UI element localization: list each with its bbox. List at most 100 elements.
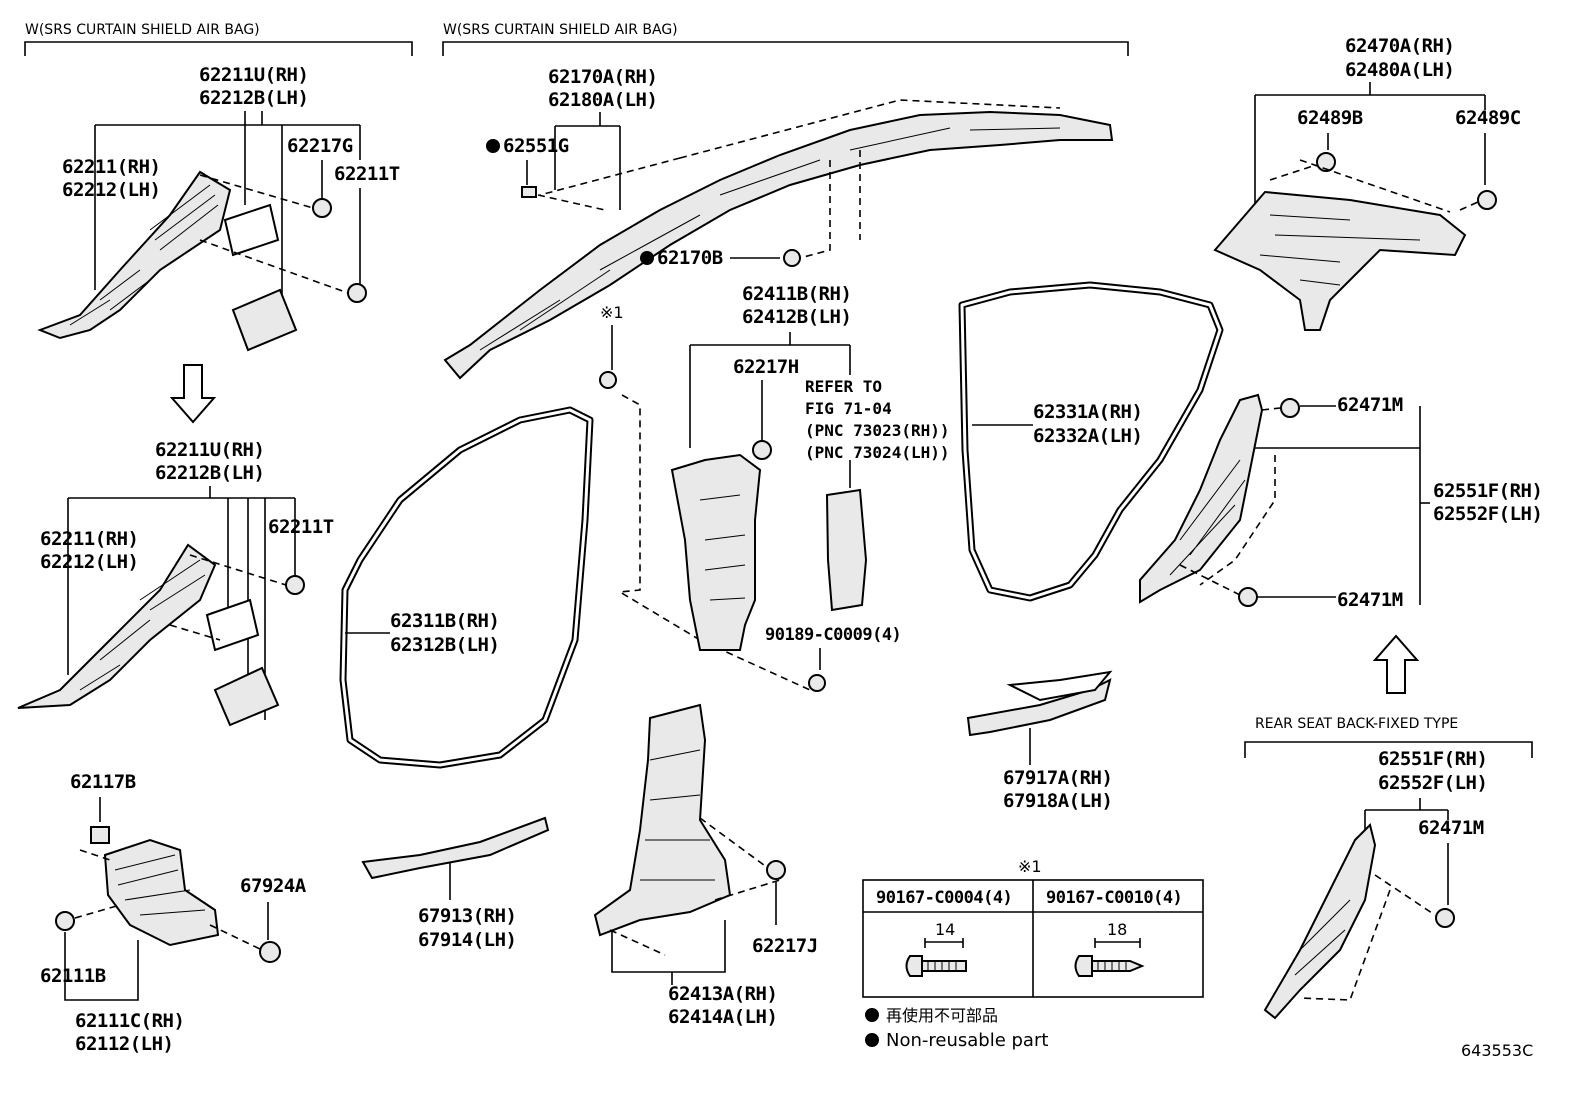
a-pillar-group-bottom: 62211U(RH) 62212B(LH) 62211(RH) 62212(LH… [17,439,334,727]
part-label: 67924A [240,875,307,897]
part-label: 62170A(RH) [548,66,657,88]
rear-scuff-plate: 67917A(RH) 67918A(LH) [966,670,1113,812]
refer-text: FIG 71-04 [805,399,892,418]
roof-side-garnish [1263,823,1377,1020]
clip-icon [1238,587,1258,607]
non-reusable-dot-icon [486,139,500,153]
cowl-side-group: 62117B 67924A 62111B 62111C(RH) 62112(LH… [40,771,307,1055]
table-header-2: 90167-C0010(4) [1046,888,1182,908]
refer-text: REFER TO [805,377,882,396]
part-label: 62211U(RH) [199,64,308,86]
roof-side-garnish-group: 62471M 62471M 62551F(RH) 62552F(LH) [1139,393,1543,611]
part-label: 62170B [657,247,723,269]
part-label: 62552F(LH) [1378,772,1487,794]
a-pillar-garnish [17,543,217,709]
srs-center-title: W(SRS CURTAIN SHIELD AIR BAG) [443,22,678,38]
part-label: 62217J [752,935,818,957]
part-label: 62212B(LH) [155,462,264,484]
dimension-label: 18 [1107,920,1127,939]
rear-door-opening-trim: 62331A(RH) 62332A(LH) [958,281,1224,602]
scuff-plate [361,816,550,880]
rear-seat-title: REAR SEAT BACK-FIXED TYPE [1255,716,1458,732]
pad [213,666,280,727]
refer-text: (PNC 73023(RH)) [805,421,950,440]
up-arrow-icon [1372,634,1420,694]
clip-icon [55,911,75,931]
part-label: 62471M [1337,589,1403,611]
part-label: 90189-C0009(4) [765,625,901,645]
cowl-side-trim [103,838,220,947]
clip-icon [347,283,367,303]
scuff-plate [966,678,1112,737]
part-label: 62111B [40,965,106,987]
figure-id: 643553C [1461,1041,1533,1060]
clip-icon [312,198,332,218]
part-label: 62212B(LH) [199,87,308,109]
part-label: 62411B(RH) [742,283,851,305]
table-header-1: 90167-C0004(4) [876,888,1012,908]
clip-icon [752,440,772,460]
clip-icon [259,941,281,963]
part-label: 62551F(RH) [1378,748,1487,770]
front-scuff-plate: 67913(RH) 67914(LH) [361,816,550,951]
legend: 再使用不可部品 Non-reusable part [865,1006,1048,1051]
part-label: 62211(RH) [40,528,138,550]
rear-seat-header: REAR SEAT BACK-FIXED TYPE [1244,716,1533,758]
nut-icon [90,826,110,844]
part-label: 62311B(RH) [390,610,499,632]
pad [205,598,260,652]
part-label: 62414A(LH) [668,1006,777,1028]
package-tray-trim [1213,190,1467,331]
clip-icon [808,674,826,692]
part-label: 67918A(LH) [1003,790,1112,812]
screw-14-icon [905,955,967,977]
part-label: 62331A(RH) [1033,401,1142,423]
b-pillar-lower-garnish [593,703,732,937]
non-reusable-dot-icon [865,1033,879,1047]
clip-icon [1316,152,1336,172]
part-label: 62480A(LH) [1345,59,1454,81]
b-pillar-lower-group: 62217J 62413A(RH) 62414A(LH) [593,703,818,1028]
part-label: 62212(LH) [40,551,138,573]
part-label: 67913(RH) [418,905,516,927]
clip-icon [1477,190,1497,210]
part-label: 62217G [287,135,353,157]
part-label: 62212(LH) [62,179,160,201]
rear-seat-fixed-group: 62551F(RH) 62552F(LH) 62471M [1263,748,1488,1020]
non-reusable-dot-icon [640,251,654,265]
part-label: 62211(RH) [62,156,160,178]
note-mark: ※1 [1018,857,1042,876]
part-label: 62211T [268,516,334,538]
a-pillar-group-top: 62211U(RH) 62212B(LH) 62211(RH) 62212(LH… [37,64,400,352]
part-label: 62412B(LH) [742,306,851,328]
refer-text: (PNC 73024(LH)) [805,443,950,462]
part-label: 62552F(LH) [1433,503,1542,525]
screw-table: ※1 90167-C0004(4) 90167-C0010(4) 14 18 [862,857,1204,998]
bolt-icon [783,249,801,267]
note-mark: ※1 [600,303,624,322]
part-label: 62112(LH) [75,1033,173,1055]
part-label: 62211U(RH) [155,439,264,461]
srs-center-header: W(SRS CURTAIN SHIELD AIR BAG) [442,22,1129,56]
part-label: 67917A(RH) [1003,767,1112,789]
roof-side-garnish [1139,393,1264,604]
b-pillar-upper-group: 62411B(RH) 62412B(LH) 62217H REFER TO FI… [670,283,950,692]
pad [231,288,298,352]
part-label: 62211T [334,163,400,185]
part-label: 62471M [1418,817,1484,839]
part-label: 67914(LH) [418,929,516,951]
part-label: 62470A(RH) [1345,35,1454,57]
front-door-opening-trim: 62311B(RH) 62312B(LH) [339,406,594,769]
non-reusable-dot-icon [865,1008,879,1022]
clip-icon [285,575,305,595]
part-label: 62180A(LH) [548,89,657,111]
clip-icon [1280,398,1300,418]
part-label: 62413A(RH) [668,983,777,1005]
curtain-airbag-group: 62170A(RH) 62180A(LH) 62551G 62170B [443,66,1114,380]
srs-left-title: W(SRS CURTAIN SHIELD AIR BAG) [25,22,260,38]
part-label: 62312B(LH) [390,634,499,656]
clip-icon [766,860,786,880]
part-label: 62489C [1455,107,1521,129]
